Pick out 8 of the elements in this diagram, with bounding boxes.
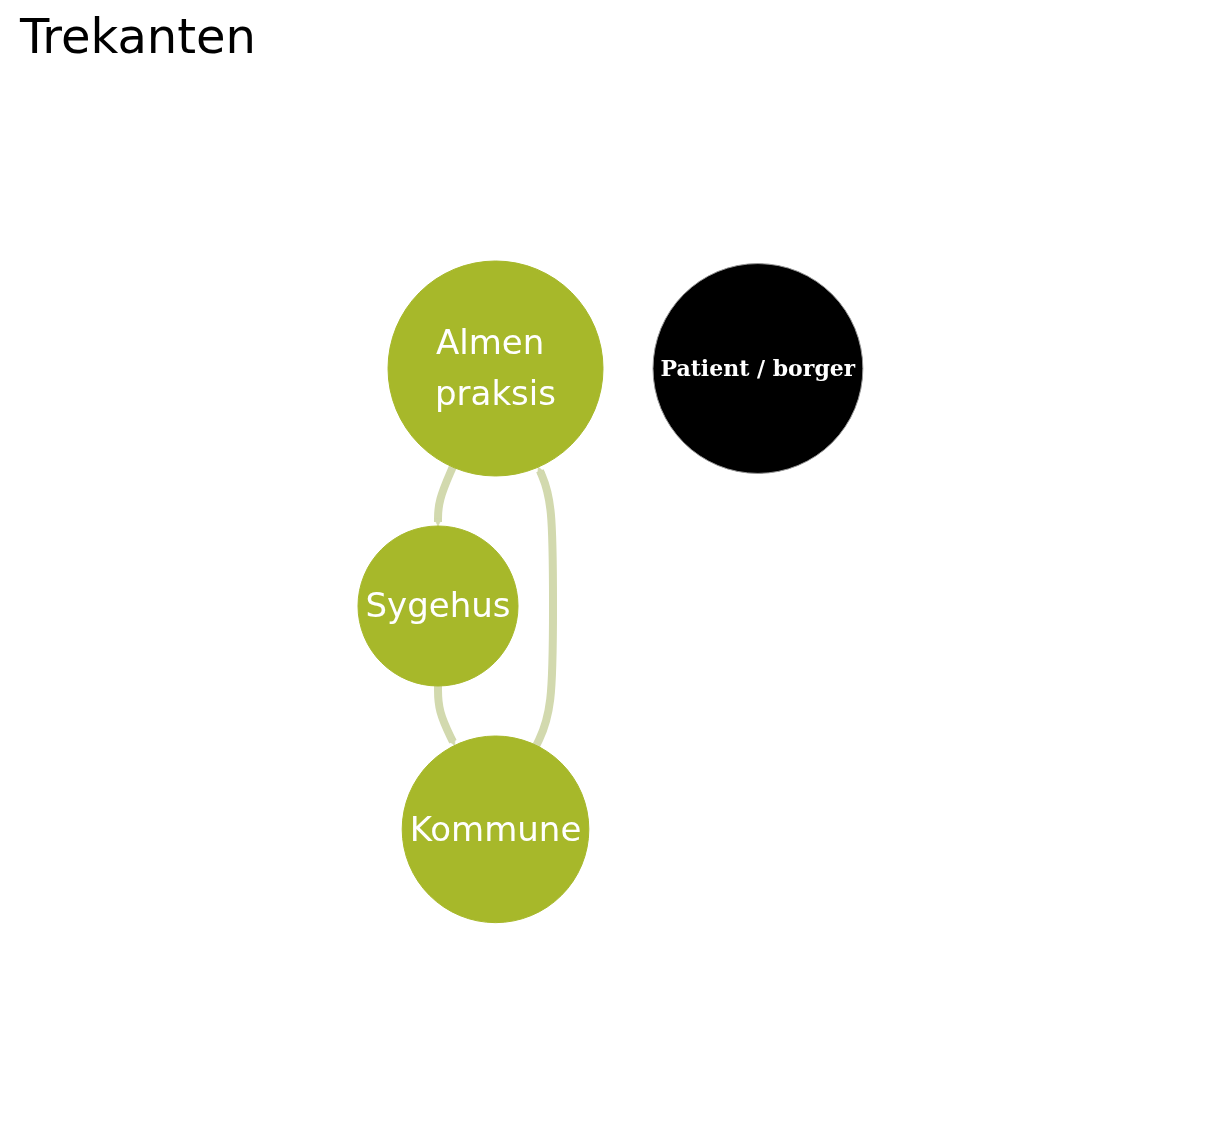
- arrow: [433, 465, 457, 527]
- node-circle: Almen praksis: [387, 260, 604, 477]
- node-circle: Patient / borger: [652, 263, 864, 475]
- arrow: [434, 686, 457, 746]
- arrow: [532, 466, 558, 748]
- title: Trekanten: [20, 8, 258, 64]
- node-circle: Kommune: [401, 735, 590, 924]
- node-circle: Sygehus: [357, 525, 519, 687]
